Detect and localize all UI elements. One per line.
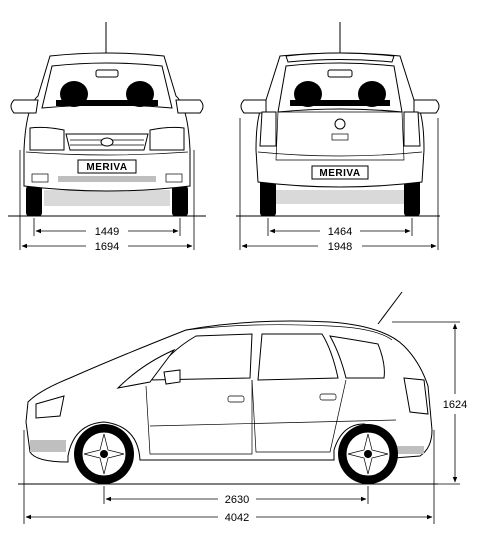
width-with-mirrors-dimension: 1948: [328, 241, 352, 253]
rear-model-badge: MERIVA: [319, 168, 360, 179]
front-track-dimension: 1449: [95, 226, 119, 238]
side-view: 1624 2630 4042: [18, 291, 467, 524]
height-dimension: 1624: [443, 399, 467, 411]
rear-track-dimension: 1464: [328, 226, 352, 238]
front-view: MERIVA 1449 1694: [8, 22, 206, 253]
front-model-badge: MERIVA: [86, 162, 127, 173]
length-dimension: 4042: [225, 512, 249, 524]
front-width-dimension: 1694: [95, 241, 119, 253]
rear-view: MERIVA 1464 1948: [236, 22, 440, 253]
wheelbase-dimension: 2630: [225, 494, 249, 506]
